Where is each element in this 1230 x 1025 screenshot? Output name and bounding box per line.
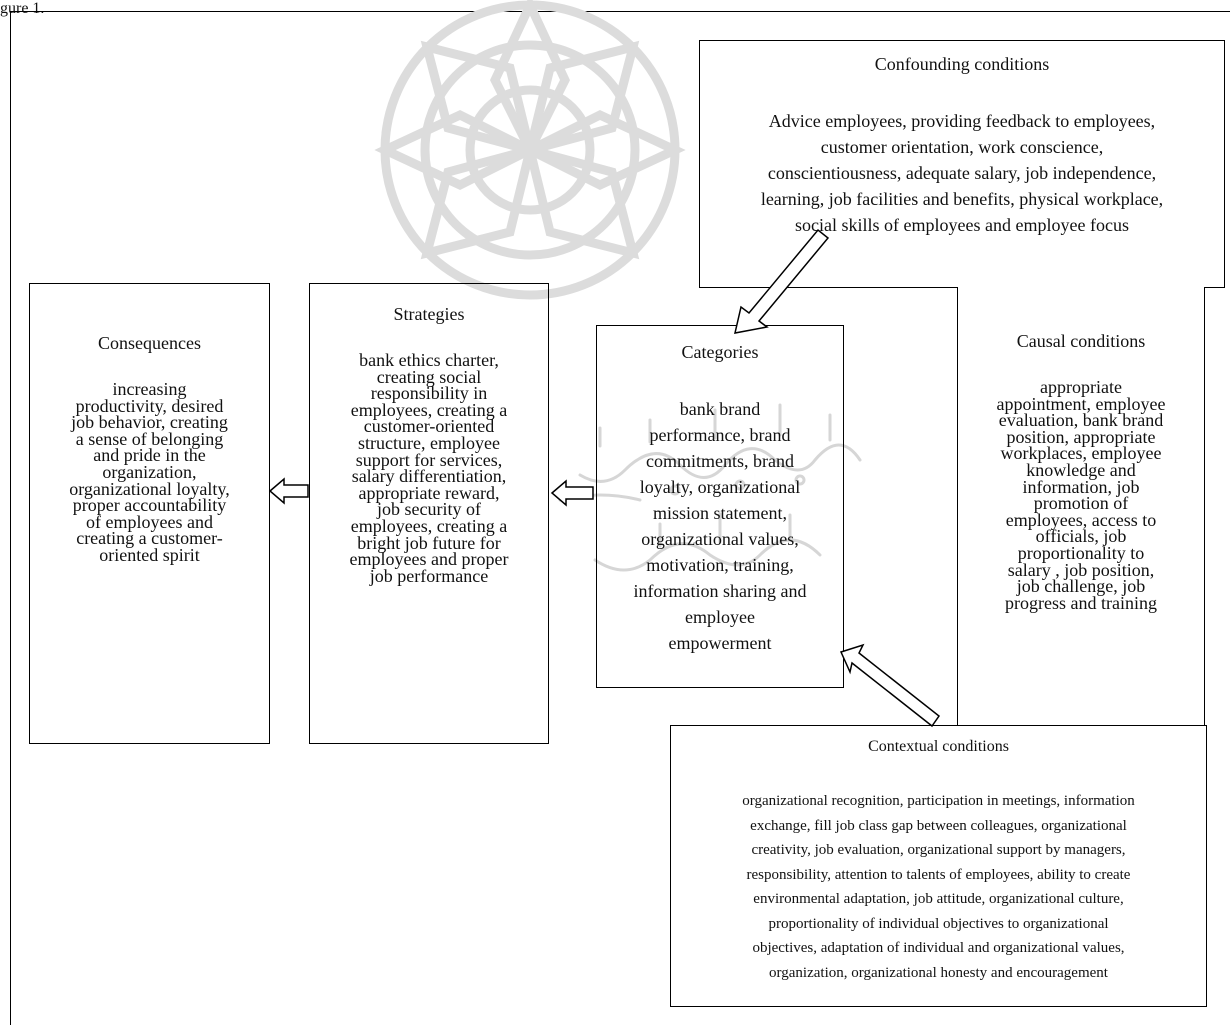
confounding-conditions-text: Advice employees, providing feedback to …	[760, 111, 1164, 235]
consequences-title: Consequences	[98, 333, 201, 353]
confounding-conditions-title: Confounding conditions	[874, 54, 1050, 74]
arrow-strategies-to-consequences	[268, 477, 309, 505]
contextual-conditions-title: Contextual conditions	[868, 738, 1009, 755]
consequences-text: increasing productivity, desired job beh…	[69, 379, 230, 565]
strategies-box: Strategies bank ethics charter, creating…	[309, 283, 549, 744]
strategies-text: bank ethics charter, creating social res…	[349, 350, 509, 586]
consequences-box: Consequences increasing productivity, de…	[29, 283, 270, 744]
categories-text: bank brand performance, brand commitment…	[633, 399, 807, 653]
categories-box: Categories bank brand performance, brand…	[596, 325, 844, 688]
contextual-conditions-box: Contextual conditions organizational rec…	[670, 725, 1207, 1007]
strategies-title: Strategies	[393, 304, 465, 324]
figure-label-fragment: gure 1.	[0, 0, 45, 17]
diagram-frame	[10, 11, 1230, 1025]
categories-title: Categories	[681, 342, 759, 362]
watermark-logo	[374, 0, 686, 300]
arrow-contextual-to-categories	[839, 643, 941, 728]
causal-conditions-box: Causal conditions appropriate appointmen…	[957, 287, 1205, 739]
watermark-script	[558, 403, 862, 572]
arrow-confounding-to-categories	[734, 228, 830, 334]
arrow-categories-to-strategies	[550, 479, 594, 507]
confounding-conditions-box: Confounding conditions Advice employees,…	[699, 40, 1225, 288]
causal-conditions-text: appropriate appointment, employee evalua…	[996, 377, 1166, 613]
causal-conditions-title: Causal conditions	[1016, 331, 1146, 351]
contextual-conditions-text: organizational recognition, participatio…	[742, 793, 1135, 981]
